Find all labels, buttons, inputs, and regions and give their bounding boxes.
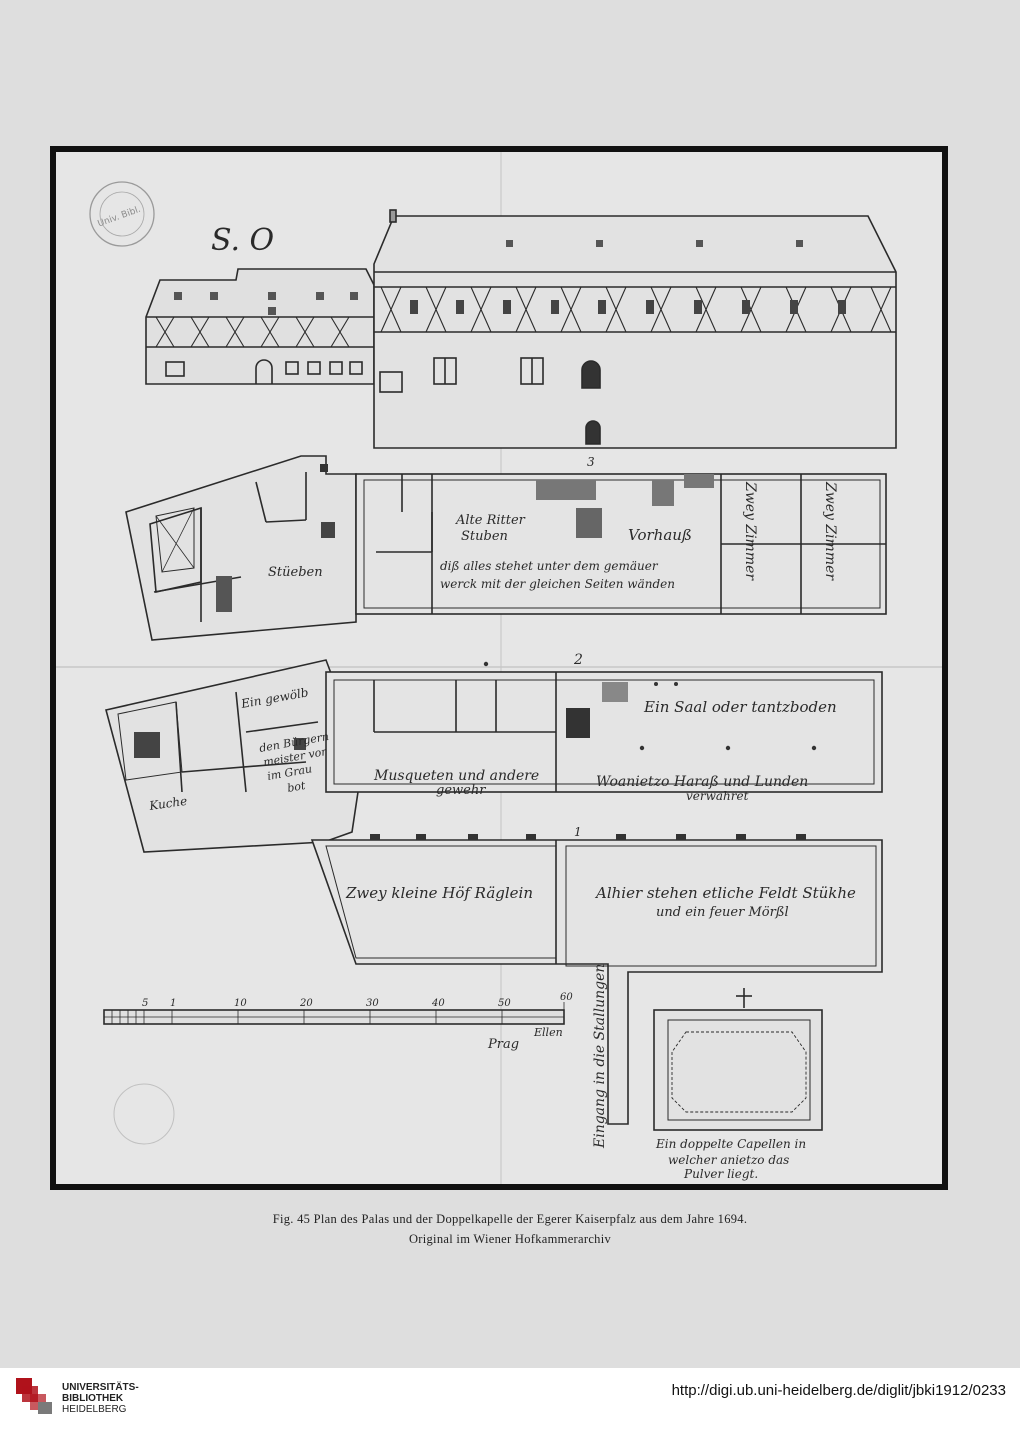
library-name-line1: UNIVERSITÄTS-	[62, 1382, 139, 1393]
plan-plate-frame: S. O 3 2 1 Alte Ritter Stuben Vorhauß di…	[50, 146, 948, 1190]
floor-label-2: 2	[573, 652, 583, 668]
room-label-feldstuecke-1: Alhier stehen etliche Feldt Stükhe	[594, 884, 856, 902]
room-label-harnisch-2: verwahret	[686, 789, 749, 803]
scale-tick-label: 5	[142, 998, 148, 1009]
scale-tick-label: 50	[498, 998, 511, 1009]
room-label-vorhaus: Vorhauß	[628, 526, 692, 544]
plan-svg: S. O 3 2 1 Alte Ritter Stuben Vorhauß di…	[56, 152, 942, 1184]
scale-unit-prag: Prag	[487, 1037, 519, 1052]
sheet-mark: S. O	[211, 223, 274, 258]
note-gemaeuer-2: werck mit der gleichen Seiten wänden	[440, 577, 675, 591]
room-label-feldstuecke-2: und ein feuer Mörßl	[656, 905, 789, 920]
room-label-alte-ritter-2: Stuben	[461, 529, 508, 544]
plan-drawing: S. O 3 2 1 Alte Ritter Stuben Vorhauß di…	[56, 152, 942, 1184]
room-label-harnisch-1: Woanietzo Haraß und Lunden	[596, 774, 808, 790]
room-label-zimmer-b: Zwey Zimmer	[822, 481, 838, 581]
room-label-musqueten-2: gewehr	[436, 783, 486, 798]
figure-caption: Fig. 45 Plan des Palas und der Doppelkap…	[272, 1212, 748, 1226]
scanned-page: S. O 3 2 1 Alte Ritter Stuben Vorhauß di…	[50, 146, 948, 1246]
scale-tick-label: 40	[431, 998, 445, 1009]
viewer-footer: UNIVERSITÄTS- BIBLIOTHEK HEIDELBERG http…	[0, 1368, 1020, 1442]
library-name: UNIVERSITÄTS- BIBLIOTHEK HEIDELBERG	[62, 1382, 139, 1415]
room-label-kuche: Kuche	[147, 794, 188, 813]
floor-label-1: 1	[574, 825, 582, 839]
floor-label-3: 3	[587, 455, 595, 469]
room-label-burggrafen-4: bot	[286, 779, 307, 795]
scale-tick-label: 60	[560, 992, 573, 1003]
room-label-musqueten-1: Musqueten und andere	[373, 768, 539, 784]
scale-unit-ellen: Ellen	[533, 1026, 563, 1039]
scale-tick-label: 1	[170, 998, 176, 1009]
scale-tick-label: 10	[234, 998, 247, 1009]
room-label-alte-ritter-1: Alte Ritter	[455, 513, 526, 528]
room-label-hoefl: Zwey kleine Höf Räglein	[345, 884, 533, 902]
room-label-stueben: Stüeben	[268, 565, 323, 580]
university-library-logo-icon	[16, 1378, 52, 1414]
library-stamp: Univ. Bibl.	[97, 205, 143, 230]
scale-tick-label: 30	[366, 998, 379, 1009]
note-gemaeuer-1: diß alles stehet unter dem gemäuer	[440, 559, 659, 573]
library-name-line3: HEIDELBERG	[62, 1404, 127, 1415]
label-capelle-1: Ein doppelte Capellen in	[655, 1137, 806, 1151]
room-label-zimmer-a: Zwey Zimmer	[742, 481, 758, 581]
scale-tick-label: 20	[299, 998, 313, 1009]
library-name-line2: BIBLIOTHEK	[62, 1393, 124, 1404]
permalink-url[interactable]: http://digi.ub.uni-heidelberg.de/diglit/…	[671, 1382, 1006, 1399]
figure-source: Original im Wiener Hofkammerarchiv	[408, 1232, 612, 1246]
label-capelle-3: Pulver liegt.	[683, 1167, 758, 1181]
room-label-saal: Ein Saal oder tantzboden	[643, 698, 837, 716]
label-capelle-2: welcher anietzo das	[668, 1153, 789, 1167]
label-eingang-stallungen: Eingang in die Stallungen	[592, 964, 608, 1149]
